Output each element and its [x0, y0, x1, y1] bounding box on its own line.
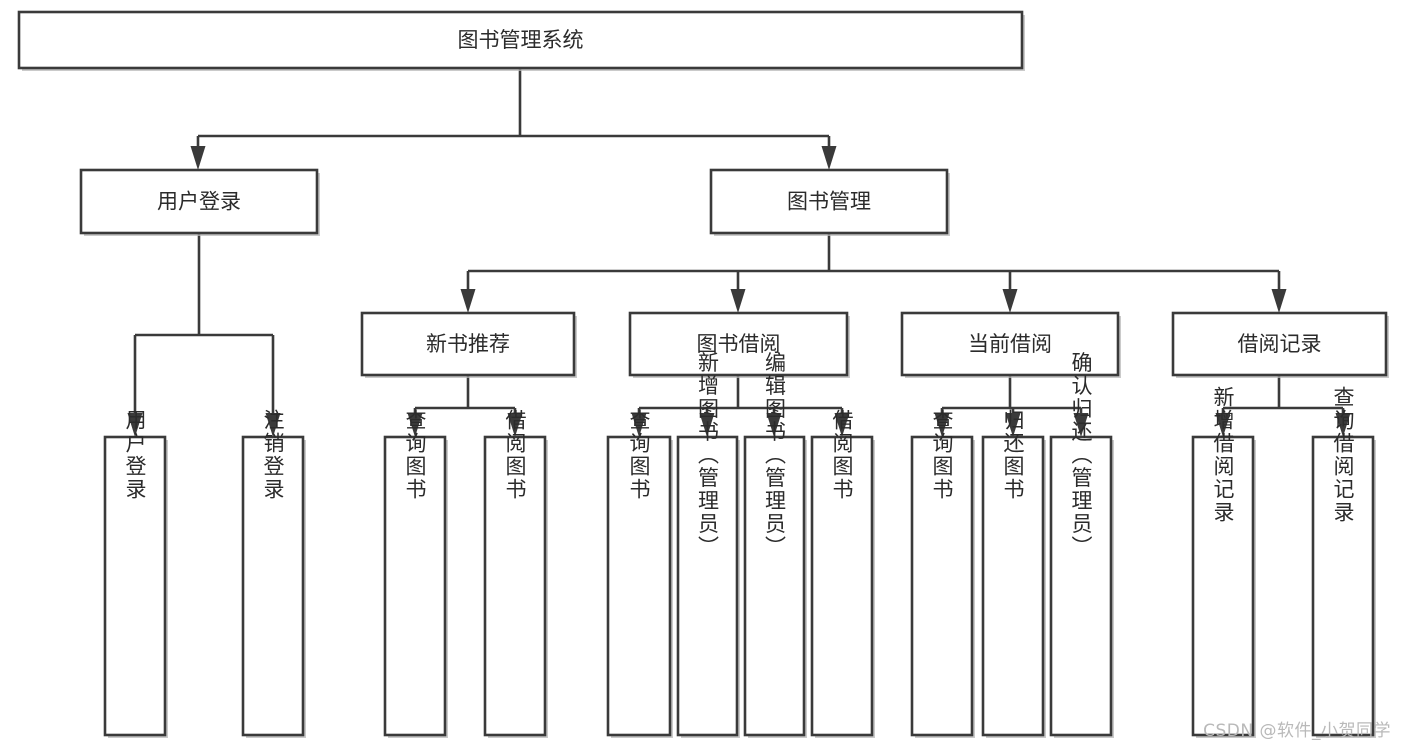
node-rect[interactable]	[103, 435, 167, 737]
arrow-head-icon	[1215, 413, 1231, 437]
node-leaf-logout[interactable]: 注销登录	[241, 409, 306, 738]
node-rect[interactable]	[360, 311, 576, 377]
arrow-head-icon	[934, 413, 950, 437]
node-rect[interactable]	[743, 435, 806, 737]
node-rect[interactable]	[17, 10, 1024, 70]
arrow-head-icon	[1335, 413, 1351, 437]
node-leaf-borrow-book-recommend[interactable]: 借阅图书	[483, 409, 548, 738]
node-leaf-query-borrow-record[interactable]: 查询借阅记录	[1311, 386, 1376, 738]
node-label: 借阅图书	[503, 409, 527, 501]
node-book-manage[interactable]: 图书管理	[709, 168, 950, 236]
node-rect[interactable]	[910, 435, 974, 737]
node-leaf-add-borrow-record[interactable]: 新增借阅记录	[1191, 386, 1256, 738]
node-rect[interactable]	[483, 435, 547, 737]
node-label: 用户登录	[157, 190, 241, 214]
node-label: 查询图书	[403, 409, 427, 501]
arrow-head-icon	[730, 289, 746, 313]
node-rect[interactable]	[676, 435, 739, 737]
node-rect[interactable]	[1191, 435, 1255, 737]
arrow-head-icon	[460, 289, 476, 313]
node-label: 借阅记录	[1238, 332, 1322, 356]
node-leaf-query-book-borrow[interactable]: 查询图书	[606, 409, 673, 738]
connector-layer	[127, 68, 1351, 437]
arrow-head-icon	[507, 413, 523, 437]
node-label: 归还图书	[1001, 409, 1025, 501]
node-label: 新书推荐	[426, 332, 510, 356]
node-book-borrow[interactable]: 图书借阅	[628, 311, 850, 378]
arrow-head-icon	[265, 413, 281, 437]
arrow-head-icon	[766, 413, 782, 437]
node-user-login[interactable]: 用户登录	[79, 168, 320, 236]
node-current-borrow[interactable]: 当前借阅	[900, 311, 1121, 378]
arrow-head-icon	[834, 413, 850, 437]
arrow-head-icon	[1002, 289, 1018, 313]
node-rect[interactable]	[1049, 435, 1113, 737]
node-new-book-recommend[interactable]: 新书推荐	[360, 311, 577, 378]
node-rect[interactable]	[606, 435, 672, 737]
arrow-head-icon	[1271, 289, 1287, 313]
node-rect[interactable]	[810, 435, 874, 737]
node-rect[interactable]	[709, 168, 949, 235]
node-label: 借阅图书	[830, 409, 854, 501]
node-leaf-borrow-book[interactable]: 借阅图书	[810, 409, 875, 738]
arrow-head-icon	[699, 413, 715, 437]
node-label: 用户登录	[123, 409, 147, 501]
node-label: 注销登录	[261, 409, 285, 501]
arrow-head-icon	[631, 413, 647, 437]
node-rect[interactable]	[1171, 311, 1388, 377]
arrow-head-icon	[190, 146, 206, 170]
node-rect[interactable]	[241, 435, 305, 737]
node-label: 图书管理	[787, 190, 871, 214]
node-rect[interactable]	[981, 435, 1045, 737]
arrow-head-icon	[127, 413, 143, 437]
node-rect[interactable]	[383, 435, 447, 737]
node-label: 图书管理系统	[458, 28, 584, 52]
node-label: 查询图书	[627, 409, 651, 501]
node-label: 新增图书（管理员）	[696, 352, 720, 559]
node-rect[interactable]	[900, 311, 1120, 377]
node-label: 编辑图书（管理员）	[763, 352, 787, 559]
node-rect[interactable]	[1311, 435, 1375, 737]
node-leaf-edit-book[interactable]: 编辑图书（管理员）	[743, 352, 807, 739]
node-label: 查询借阅记录	[1331, 386, 1355, 524]
node-leaf-return-book[interactable]: 归还图书	[981, 409, 1046, 738]
arrow-head-icon	[1073, 413, 1089, 437]
node-label: 查询图书	[930, 409, 954, 501]
watermark-label: CSDN @软件_小贺同学	[1203, 721, 1391, 741]
node-rect[interactable]	[628, 311, 849, 377]
node-leaf-query-book-recommend[interactable]: 查询图书	[383, 409, 448, 738]
node-root[interactable]: 图书管理系统	[17, 10, 1025, 71]
node-label: 确认归还（管理员）	[1069, 352, 1093, 559]
node-borrow-record[interactable]: 借阅记录	[1171, 311, 1389, 378]
node-rect[interactable]	[79, 168, 319, 235]
node-label: 图书借阅	[697, 332, 781, 356]
node-label: 新增借阅记录	[1211, 386, 1235, 524]
arrow-head-icon	[1005, 413, 1021, 437]
node-leaf-user-login[interactable]: 用户登录	[103, 409, 168, 738]
node-leaf-add-book[interactable]: 新增图书（管理员）	[676, 352, 740, 739]
arrow-head-icon	[407, 413, 423, 437]
node-leaf-query-book-current[interactable]: 查询图书	[910, 409, 975, 738]
node-label: 当前借阅	[968, 332, 1052, 356]
node-layer: 图书管理系统用户登录图书管理新书推荐图书借阅当前借阅借阅记录用户登录注销登录查询…	[17, 10, 1389, 739]
arrow-head-icon	[821, 146, 837, 170]
node-leaf-confirm-return[interactable]: 确认归还（管理员）	[1049, 352, 1114, 739]
